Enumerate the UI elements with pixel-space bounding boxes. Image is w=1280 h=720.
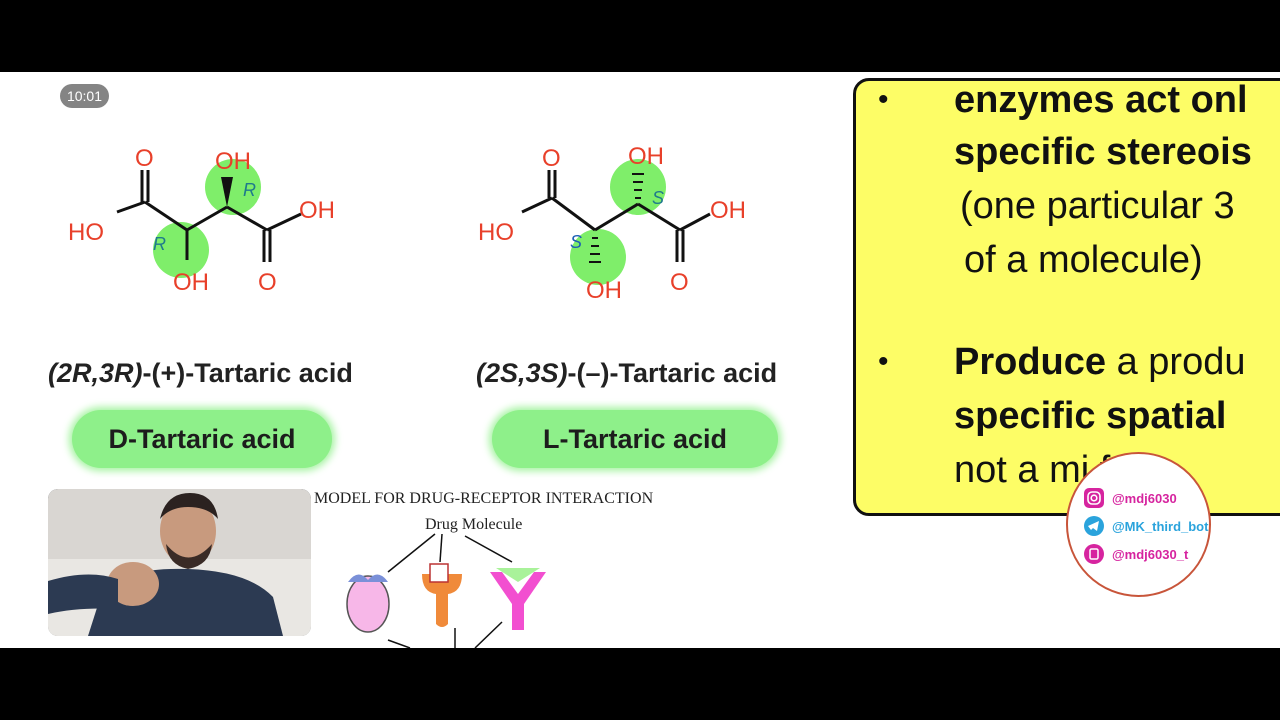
letterbox-top (0, 0, 1280, 72)
bond-lines (116, 170, 302, 262)
label-config-upper: R (243, 180, 256, 200)
label-config-lower: R (153, 234, 166, 254)
label-o-top: O (135, 145, 154, 172)
label-config-upper: S (652, 188, 664, 208)
caption-d-tartaric: (2R,3R)-(+)-Tartaric acid (48, 358, 353, 388)
telegram-handle: @MK_third_bot (1112, 518, 1209, 534)
letterbox-bottom (0, 648, 1280, 720)
presenter-beard (166, 544, 212, 569)
drug-receptor-figure (330, 532, 570, 648)
label-oh-right: OH (710, 197, 746, 224)
point1-line1: enzymes act onl (954, 79, 1248, 121)
label-o-bottom: O (670, 269, 689, 296)
highlight-lower-carbon (570, 229, 626, 285)
highlight-upper-carbon (610, 159, 666, 215)
telegram-row: @MK_third_bot (1084, 516, 1208, 536)
drug-square (429, 563, 449, 583)
bullet-2: • (878, 345, 889, 378)
social-handles-badge: @mdj6030 @MK_third_bot @mdj6030_t (1066, 452, 1211, 597)
presenter-face (160, 497, 216, 565)
point1-line4: of a molecule) (964, 239, 1203, 281)
presenter-hand (107, 562, 159, 606)
point1-line2: specific stereois (954, 131, 1252, 173)
point1-line3: (one particular 3 (960, 185, 1235, 227)
label-config-lower: S (570, 232, 582, 252)
label-ho-left: HO (478, 219, 514, 246)
drug-molecule-label: Drug Molecule (425, 516, 523, 533)
model-title: MODEL FOR DRUG-RECEPTOR INTERACTION (314, 490, 654, 507)
label-oh-bottom: OH (586, 277, 622, 302)
receptor-y-shape (490, 572, 546, 630)
label-oh-top: OH (215, 148, 251, 175)
l-tartaric-structure: O OH OH HO OH O S S (470, 132, 780, 304)
telegram-icon (1084, 516, 1104, 536)
yellow-slide-card: • enzymes act onl specific stereois (one… (853, 78, 1280, 516)
presenter-webcam (48, 489, 311, 636)
video-frame: 10:01 O OH OH HO OH O (0, 72, 1280, 648)
bullet-1: • (878, 83, 889, 116)
drug-triangle (496, 568, 540, 582)
point2-line1: Produce a produ (954, 341, 1246, 383)
label-o-bottom: O (258, 269, 277, 296)
caption-l-tartaric: (2S,3S)-(–)-Tartaric acid (476, 358, 778, 388)
other-social-handle: @mdj6030_t (1112, 546, 1189, 562)
bond-lines (521, 170, 711, 262)
receptor-egg-shape (346, 575, 390, 633)
instagram-icon (1084, 488, 1104, 508)
d-tartaric-pill: D-Tartaric acid (72, 410, 332, 468)
media-app-icon (1084, 544, 1104, 564)
label-oh-right: OH (299, 197, 335, 224)
d-tartaric-structure: O OH OH HO OH O R R (55, 132, 365, 302)
wedge-bond (221, 177, 233, 207)
label-o-top: O (542, 145, 561, 172)
hashed-bonds (589, 173, 644, 263)
drug-blue-cap (348, 574, 388, 582)
video-timestamp: 10:01 (60, 84, 109, 108)
presenter-hair (160, 493, 218, 519)
label-oh-top: OH (628, 143, 664, 170)
point2-line2: specific spatial (954, 395, 1227, 437)
presenter-arm (48, 574, 118, 614)
receptor-orange-shape (422, 574, 462, 627)
highlight-upper-carbon (205, 159, 261, 215)
other-social-row: @mdj6030_t (1084, 544, 1188, 564)
instagram-row: @mdj6030 (1084, 488, 1177, 508)
figure-arrows (387, 533, 513, 648)
l-tartaric-pill: L-Tartaric acid (492, 410, 778, 468)
label-ho-left: HO (68, 219, 104, 246)
highlight-lower-carbon (153, 222, 209, 278)
label-oh-bottom: OH (173, 269, 209, 296)
instagram-handle: @mdj6030 (1112, 490, 1177, 506)
